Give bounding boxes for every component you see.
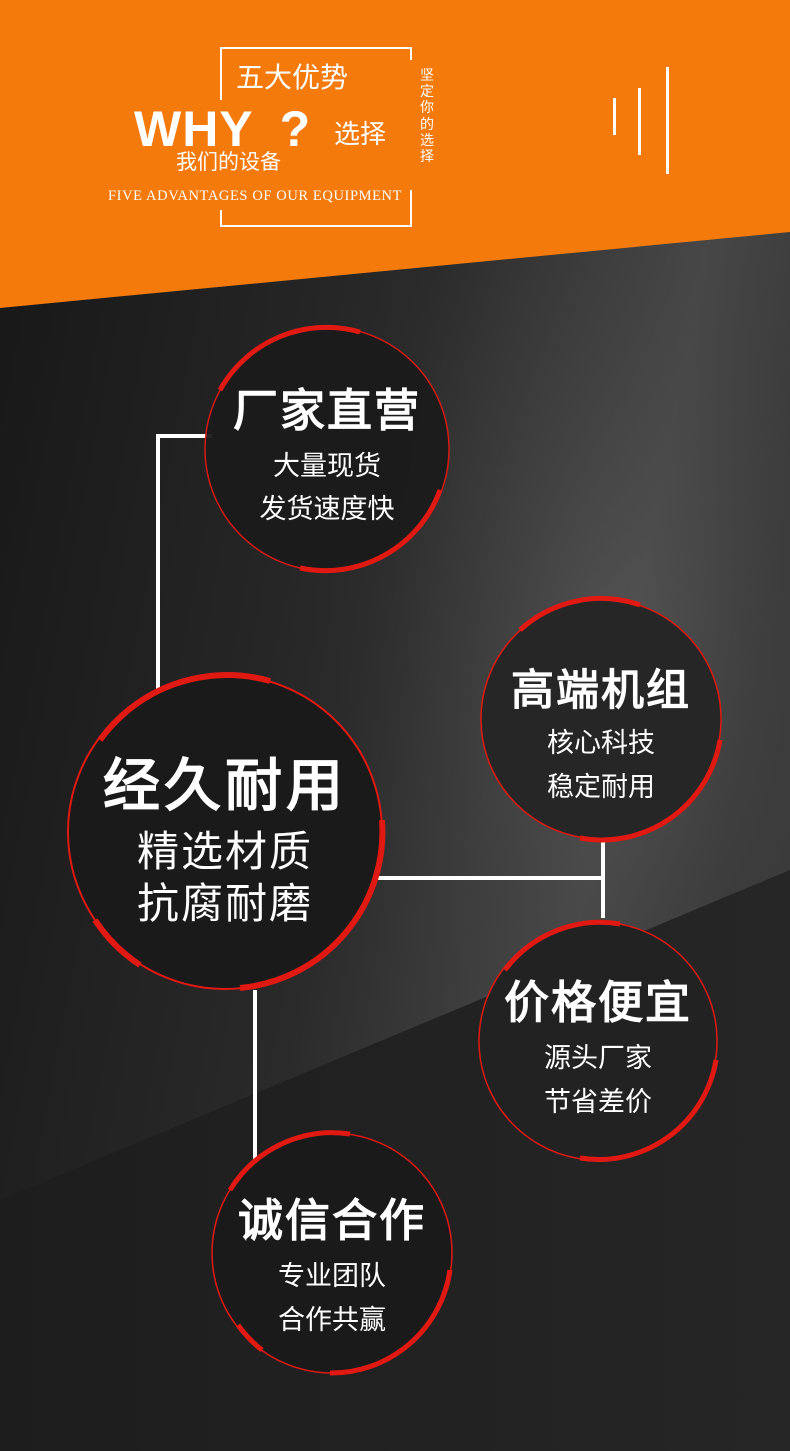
advantage-high-end: 高端机组 核心科技 稳定耐用 (481, 666, 721, 803)
why-text: WHY (134, 101, 253, 157)
advantage-line: 节省差价 (544, 1087, 652, 1118)
advantage-durable: 经久耐用 精选材质 抗腐耐磨 (68, 758, 382, 925)
advantage-low-price: 价格便宜 源头厂家 节省差价 (478, 980, 718, 1116)
header-choose: 选择 (334, 120, 387, 150)
advantage-title: 诚信合作 (237, 1194, 426, 1247)
deco-line-2 (638, 88, 641, 155)
advantage-integrity: 诚信合作 专业团队 合作共赢 (212, 1198, 452, 1334)
advantage-title: 价格便宜 (503, 976, 692, 1029)
advantage-line: 源头厂家 (544, 1043, 652, 1074)
advantage-line: 核心科技 (547, 728, 655, 759)
advantage-direct-sale: 厂家直营 大量现货 发货速度快 (207, 388, 447, 523)
advantage-line: 合作共赢 (278, 1305, 386, 1336)
frame-gap-left (210, 100, 230, 210)
circle-durable (67, 672, 386, 991)
why-heading: WHY ? (134, 104, 311, 154)
advantage-line: 精选材质 (136, 827, 313, 876)
header-subtitle: 我们的设备 (176, 150, 281, 174)
advantage-title: 厂家直营 (232, 384, 421, 437)
circle-direct-sale (204, 324, 450, 574)
header-english: FIVE ADVANTAGES OF OUR EQUIPMENT (108, 188, 403, 204)
advantage-line: 稳定耐用 (547, 772, 655, 803)
header-title: 五大优势 (236, 61, 349, 94)
advantage-title: 高端机组 (511, 666, 691, 716)
circle-low-price (478, 919, 719, 1162)
advantage-line: 专业团队 (278, 1261, 386, 1292)
advantage-line: 大量现货 (273, 451, 381, 482)
circle-high-end (480, 596, 723, 843)
deco-line-3 (666, 67, 669, 174)
advantage-line: 抗腐耐磨 (136, 879, 313, 928)
connector-lines (156, 434, 605, 1170)
header-vertical-text: 坚定你的选择 (420, 68, 434, 166)
advantage-line: 发货速度快 (259, 494, 395, 525)
frame-gap-right (400, 60, 420, 190)
question-mark: ? (279, 101, 312, 157)
circle-integrity (211, 1130, 453, 1376)
advantage-title: 经久耐用 (103, 753, 347, 819)
deco-line-1 (613, 98, 616, 135)
